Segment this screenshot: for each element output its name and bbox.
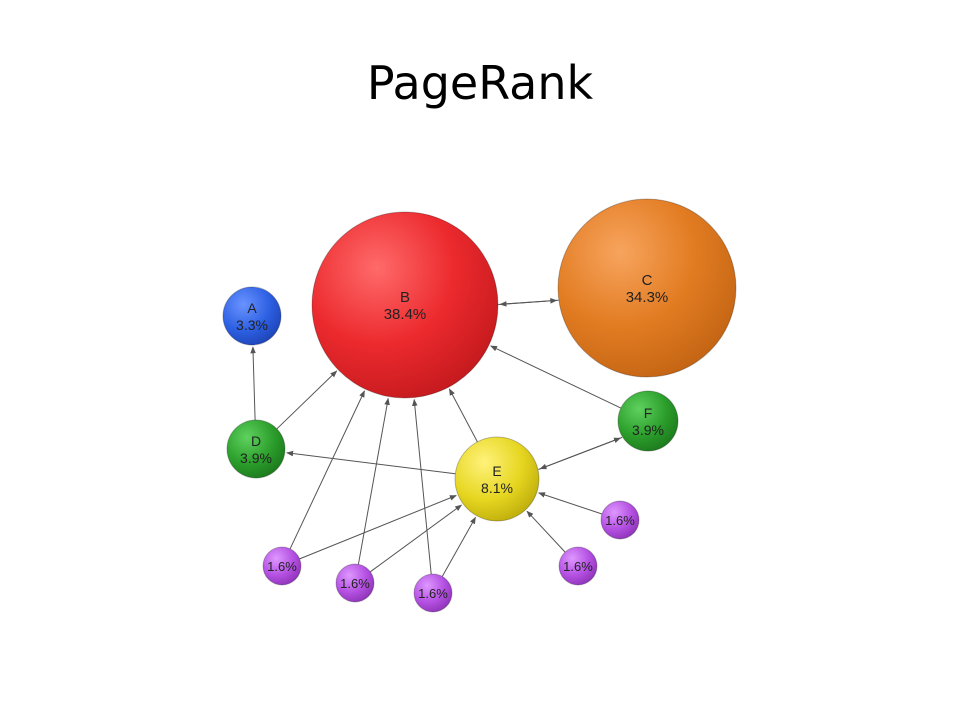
edge-c-to-b <box>499 299 559 307</box>
node-value-d: 3.9% <box>240 450 272 466</box>
edge-p3-to-b <box>412 398 432 575</box>
node-p5: 1.6% <box>600 500 640 540</box>
node-value-b: 38.4% <box>384 306 427 323</box>
node-b: B38.4% <box>311 211 499 399</box>
node-circle-c <box>557 198 737 378</box>
node-circle-b <box>311 211 499 399</box>
node-circle-e <box>454 436 540 522</box>
node-value-p5: 1.6% <box>605 513 635 528</box>
node-p4: 1.6% <box>558 546 598 586</box>
node-circle-a <box>222 286 282 346</box>
edge-e-to-d <box>286 450 456 475</box>
edge-p3-to-e <box>441 516 476 577</box>
edge-p5-to-e <box>538 492 603 515</box>
edge-p1-to-e <box>299 495 457 560</box>
node-value-p4: 1.6% <box>563 559 593 574</box>
node-p1: 1.6% <box>262 546 302 586</box>
page-title: PageRank <box>366 56 594 110</box>
edge-p2-to-b <box>357 397 390 565</box>
node-label-a: A <box>247 300 257 316</box>
node-label-e: E <box>492 463 501 479</box>
node-circle-p3 <box>413 573 453 613</box>
node-value-p1: 1.6% <box>267 559 297 574</box>
node-value-p3: 1.6% <box>418 586 448 601</box>
node-circle-d <box>226 419 286 479</box>
node-label-f: F <box>644 405 653 421</box>
node-circle-p1 <box>262 546 302 586</box>
node-label-d: D <box>251 433 261 449</box>
node-label-b: B <box>400 289 410 306</box>
edge-p1-to-b <box>289 390 365 550</box>
edge-e-to-b <box>448 388 478 443</box>
node-value-f: 3.9% <box>632 422 664 438</box>
edge-f-to-b <box>490 345 622 409</box>
node-value-a: 3.3% <box>236 317 268 333</box>
node-p3: 1.6% <box>413 573 453 613</box>
node-d: D3.9% <box>226 419 286 479</box>
node-p2: 1.6% <box>335 563 375 603</box>
node-value-p2: 1.6% <box>340 576 370 591</box>
edge-p4-to-e <box>526 510 566 553</box>
edge-p2-to-e <box>370 504 463 573</box>
node-label-c: C <box>642 272 653 289</box>
node-circle-p4 <box>558 546 598 586</box>
node-circle-p5 <box>600 500 640 540</box>
node-value-c: 34.3% <box>626 289 669 306</box>
node-c: C34.3% <box>557 198 737 378</box>
edge-f-to-e <box>539 436 623 470</box>
nodes-layer: A3.3%B38.4%C34.3%D3.9%E8.1%F3.9%1.6%1.6%… <box>222 198 737 613</box>
edge-d-to-a <box>250 346 256 421</box>
edges-layer <box>250 298 623 577</box>
node-circle-p2 <box>335 563 375 603</box>
node-a: A3.3% <box>222 286 282 346</box>
node-value-e: 8.1% <box>481 480 513 496</box>
node-f: F3.9% <box>617 390 679 452</box>
node-e: E8.1% <box>454 436 540 522</box>
node-circle-f <box>617 390 679 452</box>
edge-d-to-b <box>276 370 338 430</box>
